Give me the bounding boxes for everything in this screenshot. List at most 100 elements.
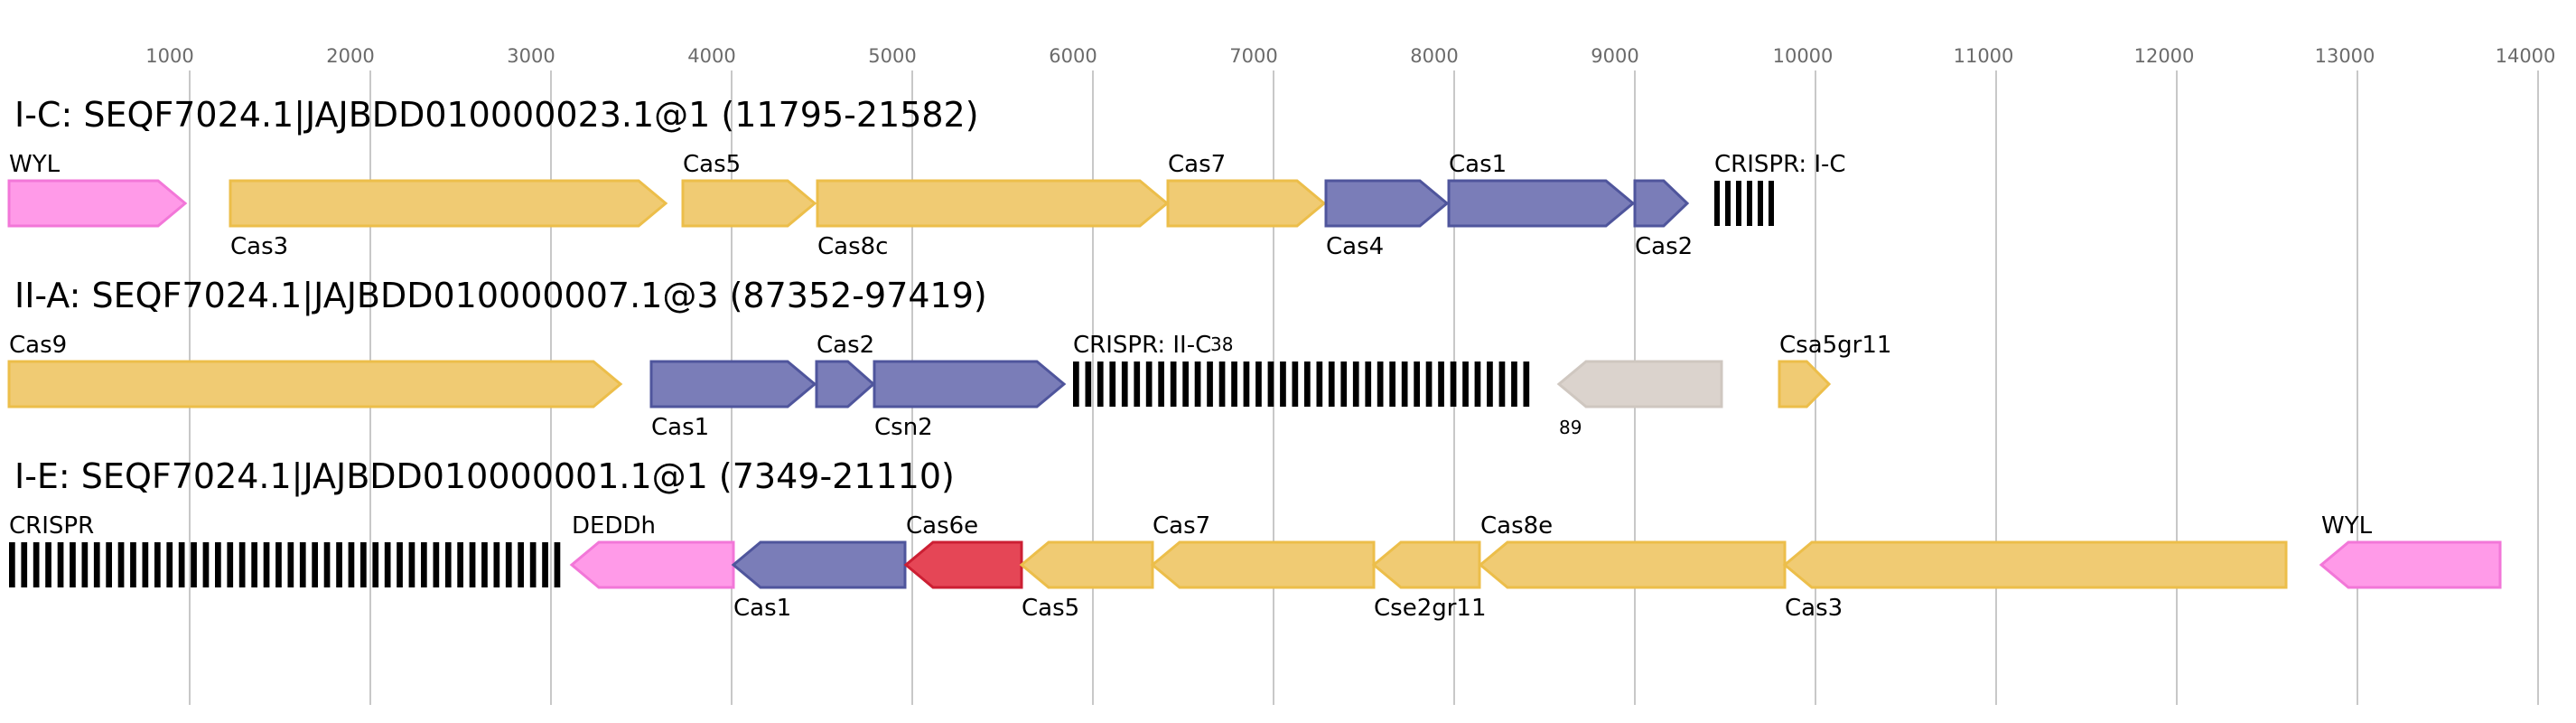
gene-label: WYL [9, 151, 61, 178]
crispr-repeat [1450, 362, 1457, 407]
gene-label: Cas8e [1480, 512, 1553, 540]
crispr-repeat [238, 542, 246, 587]
crispr-repeat [1267, 362, 1274, 407]
crispr-repeat [178, 542, 185, 587]
crispr-repeat [45, 542, 51, 587]
crispr-repeat [312, 542, 318, 587]
crispr-repeat [251, 542, 257, 587]
gene-arrow [1166, 179, 1327, 228]
crispr-repeat [117, 542, 125, 587]
crispr-repeat [1769, 181, 1774, 226]
crispr-array [9, 542, 561, 587]
crispr-repeat [1218, 362, 1226, 407]
count-label: 89 [1559, 417, 1582, 438]
gene-arrow [649, 360, 817, 408]
crispr-repeat [263, 542, 270, 587]
crispr-repeat [1145, 362, 1153, 407]
gene-arrow [681, 179, 817, 228]
crispr-repeat [142, 542, 149, 587]
crispr-repeat [542, 542, 548, 587]
gene-label: CRISPR [9, 512, 94, 540]
crispr-repeat [1736, 181, 1741, 226]
gene-arrow [229, 179, 668, 228]
crispr-repeat [1194, 362, 1201, 407]
axis-tick-label: 9000 [1591, 45, 1638, 67]
gene-label: Cas4 [1326, 233, 1384, 260]
gene-label: Cas5 [1022, 595, 1079, 622]
axis-tick-label: 3000 [507, 45, 555, 67]
gene-arrow [7, 360, 623, 408]
gene-arrow [2319, 540, 2502, 589]
gene-label: DEDDh [572, 512, 656, 540]
axis-tick-label: 14000 [2496, 45, 2556, 67]
crispr-repeat [1109, 362, 1116, 407]
crispr-repeat [444, 542, 452, 587]
gene-arrow [1778, 360, 1832, 408]
crispr-repeat [1280, 362, 1286, 407]
crispr-repeat [166, 542, 173, 587]
gene-arrow [1447, 179, 1636, 228]
axis-tick-label: 7000 [1229, 45, 1277, 67]
axis-tick-label: 11000 [1954, 45, 2014, 67]
crispr-repeat [1462, 362, 1469, 407]
axis-tick-label: 6000 [1049, 45, 1097, 67]
crispr-repeat [1134, 362, 1141, 407]
crispr-repeat [384, 542, 391, 587]
crispr-repeat [275, 542, 282, 587]
gene-label: Csa5gr11 [1779, 332, 1891, 359]
track-title: II-A: SEQF7024.1|JAJBDD010000007.1@3 (87… [14, 276, 987, 316]
crispr-repeat [1365, 362, 1372, 407]
gene-label: Cas2 [1635, 233, 1693, 260]
gene-arrow [1556, 360, 1723, 408]
crispr-repeat [1340, 362, 1348, 407]
crispr-array [1073, 362, 1530, 407]
gene-arrow [7, 179, 188, 228]
track-title: I-E: SEQF7024.1|JAJBDD010000001.1@1 (734… [14, 456, 955, 497]
crispr-repeat [1714, 181, 1720, 226]
crispr-repeat [1207, 362, 1213, 407]
gene-label: Cas6e [906, 512, 978, 540]
gene-arrow [569, 540, 735, 589]
gene-arrow [731, 540, 907, 589]
crispr-repeat [1438, 362, 1444, 407]
operon-track: I-C: SEQF7024.1|JAJBDD010000023.1@1 (117… [7, 95, 1846, 260]
crispr-repeat [1073, 362, 1079, 407]
operon-track: I-E: SEQF7024.1|JAJBDD010000001.1@1 (734… [9, 456, 2502, 622]
crispr-repeat [505, 542, 512, 587]
crispr-repeat [70, 542, 76, 587]
gene-arrow [1324, 179, 1450, 228]
gene-arrow [873, 360, 1067, 408]
crispr-repeat [130, 542, 136, 587]
crispr-repeat [336, 542, 342, 587]
crispr-repeat [21, 542, 28, 587]
crispr-repeat [215, 542, 221, 587]
crispr-array [1714, 181, 1774, 226]
operon-track: II-A: SEQF7024.1|JAJBDD010000007.1@3 (87… [7, 276, 1891, 441]
crispr-repeat [554, 542, 561, 587]
crispr-repeat [433, 542, 440, 587]
crispr-repeat [518, 542, 524, 587]
crispr-repeat [1474, 362, 1481, 407]
crispr-repeat [1304, 362, 1311, 407]
crispr-repeat [9, 542, 15, 587]
crispr-repeat [1316, 362, 1323, 407]
crispr-repeat [1414, 362, 1420, 407]
axis-tick-label: 5000 [868, 45, 916, 67]
crispr-repeat [287, 542, 294, 587]
gene-label: CRISPR: II-C [1073, 332, 1211, 359]
crispr-repeat [360, 542, 367, 587]
crispr-repeat [33, 542, 40, 587]
gene-label: Cas3 [1785, 595, 1843, 622]
crispr-repeat [1498, 362, 1506, 407]
crispr-repeat [299, 542, 306, 587]
crispr-repeat [1747, 181, 1752, 226]
gene-label: Cas7 [1153, 512, 1210, 540]
crispr-repeat [154, 542, 161, 587]
gene-label: Cas8c [817, 233, 888, 260]
crispr-repeat [397, 542, 403, 587]
crispr-repeat [1377, 362, 1384, 407]
gene-arrow [1019, 540, 1154, 589]
crispr-repeat [81, 542, 89, 587]
track-title: I-C: SEQF7024.1|JAJBDD010000023.1@1 (117… [14, 95, 979, 136]
operon-tracks: I-C: SEQF7024.1|JAJBDD010000023.1@1 (117… [7, 95, 2502, 622]
